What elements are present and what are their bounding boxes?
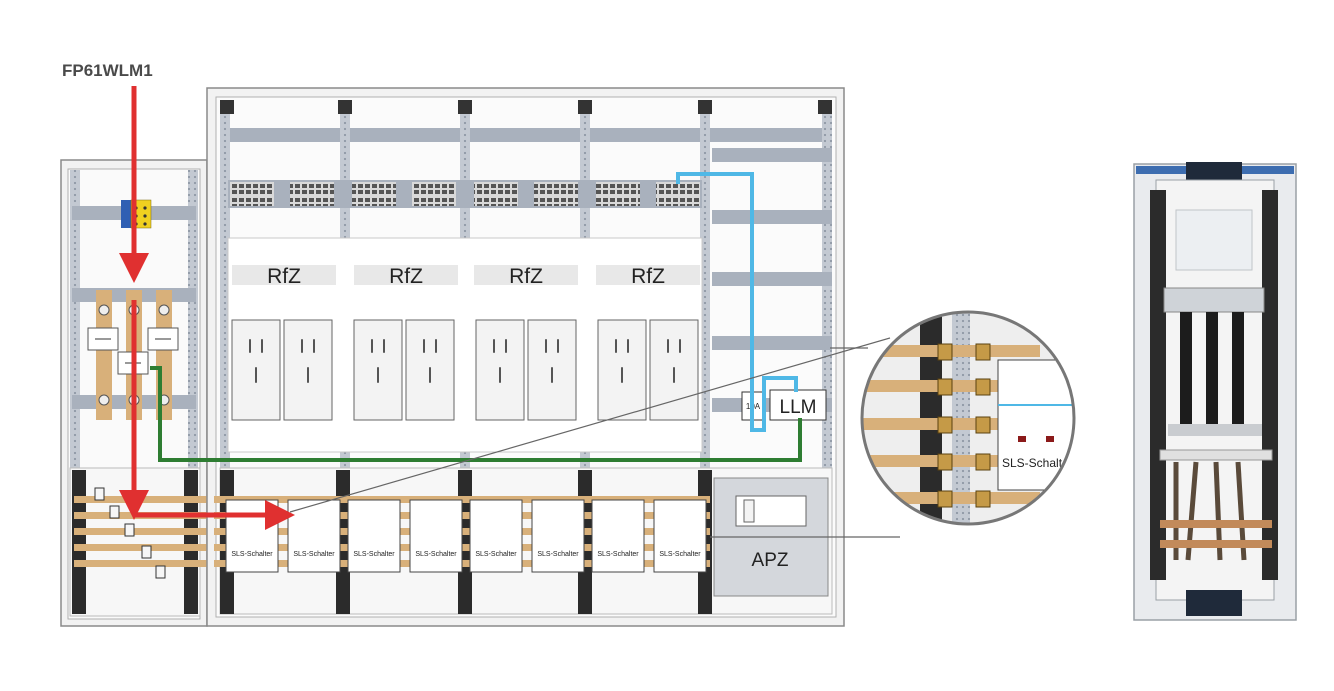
- zoom-leader-line: [289, 337, 891, 513]
- svg-text:SLS-Schalter: SLS-Schalter: [659, 551, 701, 558]
- svg-text:SLS-Schalter: SLS-Schalter: [475, 551, 517, 558]
- product-photo: [1133, 162, 1297, 621]
- apz-label: APZ: [752, 550, 789, 571]
- rfz-label: RfZ: [389, 265, 423, 288]
- rfz-label: RfZ: [509, 265, 543, 288]
- svg-text:SLS-Schalter: SLS-Schalter: [293, 551, 335, 558]
- rfz-label: RfZ: [267, 265, 301, 288]
- product-title: FP61WLM1: [62, 61, 153, 80]
- svg-text:SLS-Schalter: SLS-Schalter: [597, 551, 639, 558]
- sls-zoom-label: SLS-Schalt: [1002, 456, 1063, 470]
- rfz-field-1: RfZ: [231, 265, 336, 421]
- main-panel: RfZ RfZ RfZ RfZ: [206, 87, 845, 627]
- left-panel: [60, 159, 214, 627]
- svg-text:SLS-Schalter: SLS-Schalter: [353, 551, 395, 558]
- left-busbars: [74, 487, 214, 579]
- control-line: [676, 172, 798, 432]
- svg-text:SLS-Schalter: SLS-Schalter: [231, 551, 273, 558]
- pen-conductor-line: [150, 366, 802, 462]
- rfz-label: RfZ: [631, 265, 665, 288]
- llm-label: LLM: [780, 397, 817, 418]
- sls-breaker: SLS-Schalter: [287, 499, 341, 573]
- llm-module: LLM: [769, 389, 827, 421]
- sls-breaker: SLS-Schalter: [653, 499, 707, 573]
- sls-breaker: SLS-Schalter: [591, 499, 645, 573]
- zoom-detail: SLS-Schalt: [860, 310, 1076, 526]
- sls-breaker: SLS-Schalter: [225, 499, 279, 573]
- feed-arrows: [119, 86, 295, 530]
- terminal-strip: [228, 180, 702, 208]
- meter-fields: RfZ RfZ RfZ RfZ: [227, 237, 703, 453]
- sls-breaker: SLS-Schalter: [409, 499, 463, 573]
- sls-breaker: SLS-Schalter: [469, 499, 523, 573]
- sls-breaker: SLS-Schalter: [347, 499, 401, 573]
- svg-text:SLS-Schalter: SLS-Schalter: [415, 551, 457, 558]
- svg-text:SLS-Schalter: SLS-Schalter: [537, 551, 579, 558]
- sls-breakers: SLS-Schalter SLS-Schalter SLS-Schalter S…: [225, 499, 707, 573]
- sls-breaker: SLS-Schalter: [531, 499, 585, 573]
